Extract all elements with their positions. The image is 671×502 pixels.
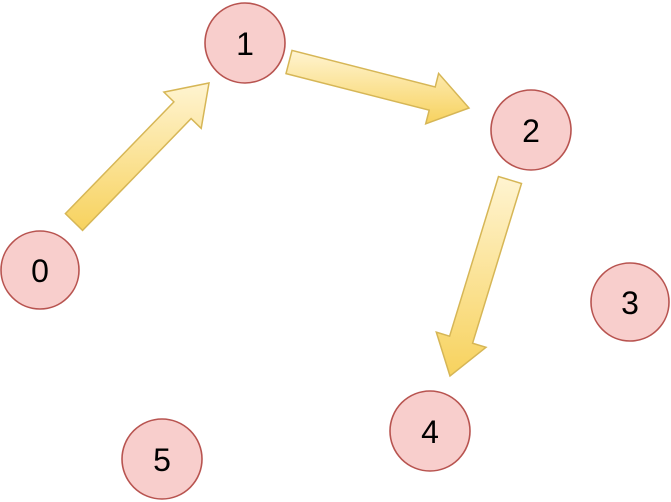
node-label: 5 [153, 442, 171, 478]
node-5[interactable]: 5 [121, 418, 203, 500]
node-circle[interactable] [0, 230, 80, 310]
edge-arrow-1-2[interactable] [285, 49, 471, 125]
node-circle[interactable] [204, 2, 286, 84]
node-label: 1 [236, 26, 254, 62]
node-3[interactable]: 3 [590, 262, 670, 342]
node-4[interactable]: 4 [389, 390, 471, 472]
node-label: 0 [31, 253, 49, 289]
node-0[interactable]: 0 [0, 230, 80, 310]
edge-arrow-0-1[interactable] [64, 82, 210, 232]
node-2[interactable]: 2 [490, 89, 572, 171]
node-circle[interactable] [389, 390, 471, 472]
node-1[interactable]: 1 [204, 2, 286, 84]
node-circle[interactable] [490, 89, 572, 171]
node-label: 2 [522, 113, 540, 149]
node-circle[interactable] [590, 262, 670, 342]
node-circle[interactable] [121, 418, 203, 500]
node-label: 4 [421, 414, 439, 450]
node-label: 3 [621, 285, 639, 321]
edge-arrow-2-4[interactable] [435, 175, 523, 378]
